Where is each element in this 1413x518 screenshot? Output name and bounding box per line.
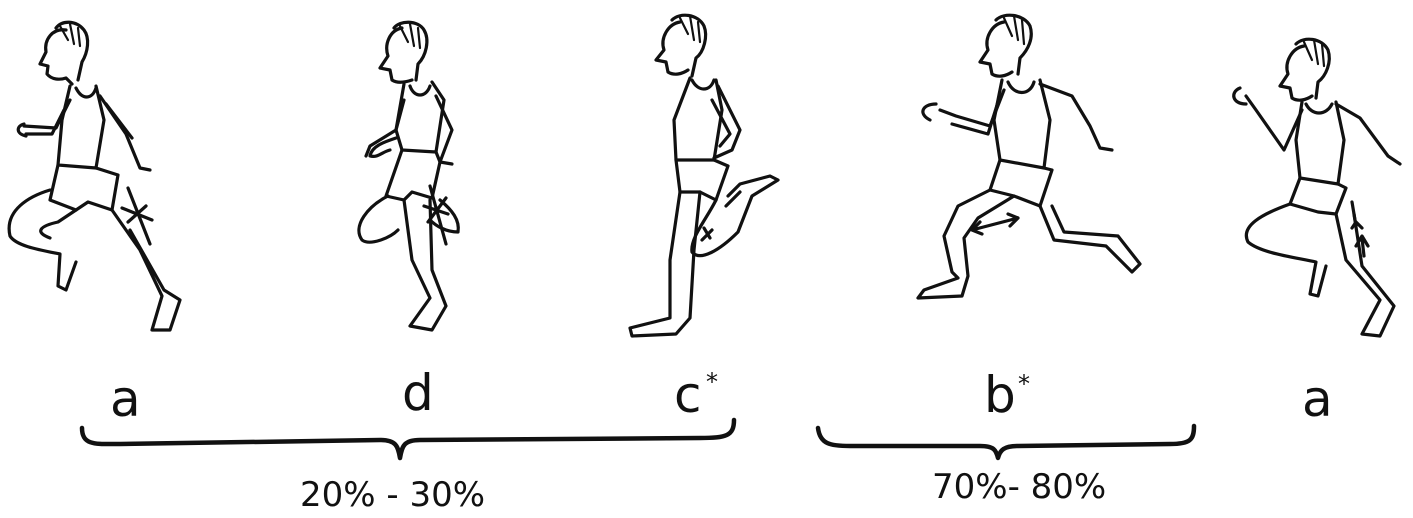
label-b-superscript: * — [1018, 370, 1030, 398]
label-c-superscript: * — [706, 368, 718, 396]
runner-figure-a-right — [1234, 39, 1400, 336]
brace-swing-phase — [82, 420, 734, 458]
percentage-swing: 20% - 30% — [300, 475, 485, 515]
label-a-right: a — [1302, 370, 1333, 428]
label-d: d — [402, 364, 434, 422]
runner-figure-b — [918, 15, 1140, 298]
label-a-left: a — [110, 370, 141, 428]
label-c: c — [674, 366, 702, 424]
runner-figure-c — [630, 15, 778, 336]
brace-stance-phase — [818, 426, 1194, 458]
percentage-stance: 70%- 80% — [932, 467, 1106, 507]
label-b: b — [984, 366, 1016, 424]
figure-labels: a d c * b * a — [110, 364, 1333, 428]
runner-figure-a-left — [9, 22, 180, 330]
runner-figure-d — [359, 22, 458, 330]
